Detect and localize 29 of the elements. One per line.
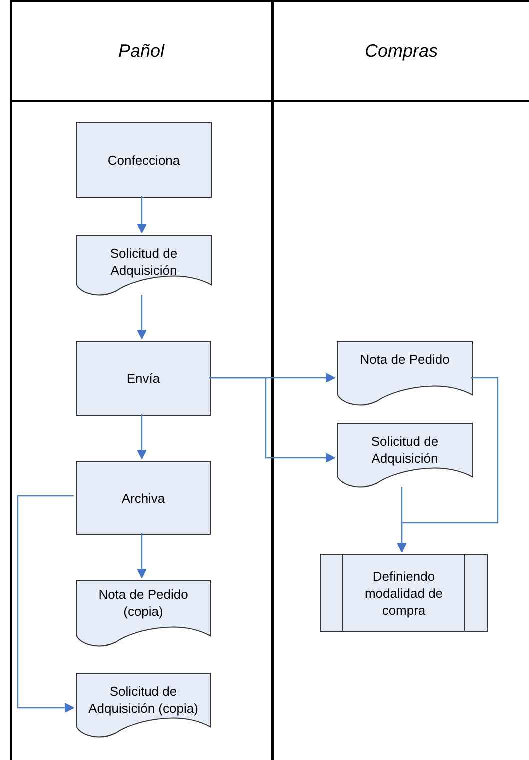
node-label: Archiva	[122, 490, 166, 506]
arrow	[137, 533, 147, 578]
process-box	[76, 122, 212, 198]
lane-title: Compras	[364, 40, 438, 62]
node-label: Nota de Pedido (copia)	[98, 586, 190, 620]
node-label: Envía	[126, 370, 160, 387]
arrow	[137, 414, 147, 460]
arrow	[209, 377, 336, 463]
node-label: Solicitud de Adquisición	[370, 433, 440, 467]
swimlane	[272, 0, 529, 760]
arrow	[137, 295, 147, 340]
process-box	[76, 341, 211, 416]
node-label: Nota de Pedido	[360, 351, 450, 368]
document-shape	[76, 673, 211, 739]
document-shape	[337, 341, 473, 407]
document-shape	[76, 235, 212, 297]
document-shape	[337, 423, 473, 489]
arrow	[137, 196, 147, 234]
node-label: Solicitud de Adquisición (copia)	[88, 683, 200, 717]
process-box	[76, 461, 211, 535]
swimlane	[10, 0, 273, 760]
document-shape	[76, 580, 211, 648]
node-label: Solicitud de Adquisición	[109, 245, 179, 279]
arrow	[397, 487, 407, 552]
node-label: Definiendo modalidad de compra	[364, 568, 444, 618]
arrow	[17, 495, 74, 713]
lane-title: Pañol	[118, 40, 165, 62]
node-label: Confecciona	[108, 152, 180, 168]
predefined-process-box	[320, 554, 488, 632]
